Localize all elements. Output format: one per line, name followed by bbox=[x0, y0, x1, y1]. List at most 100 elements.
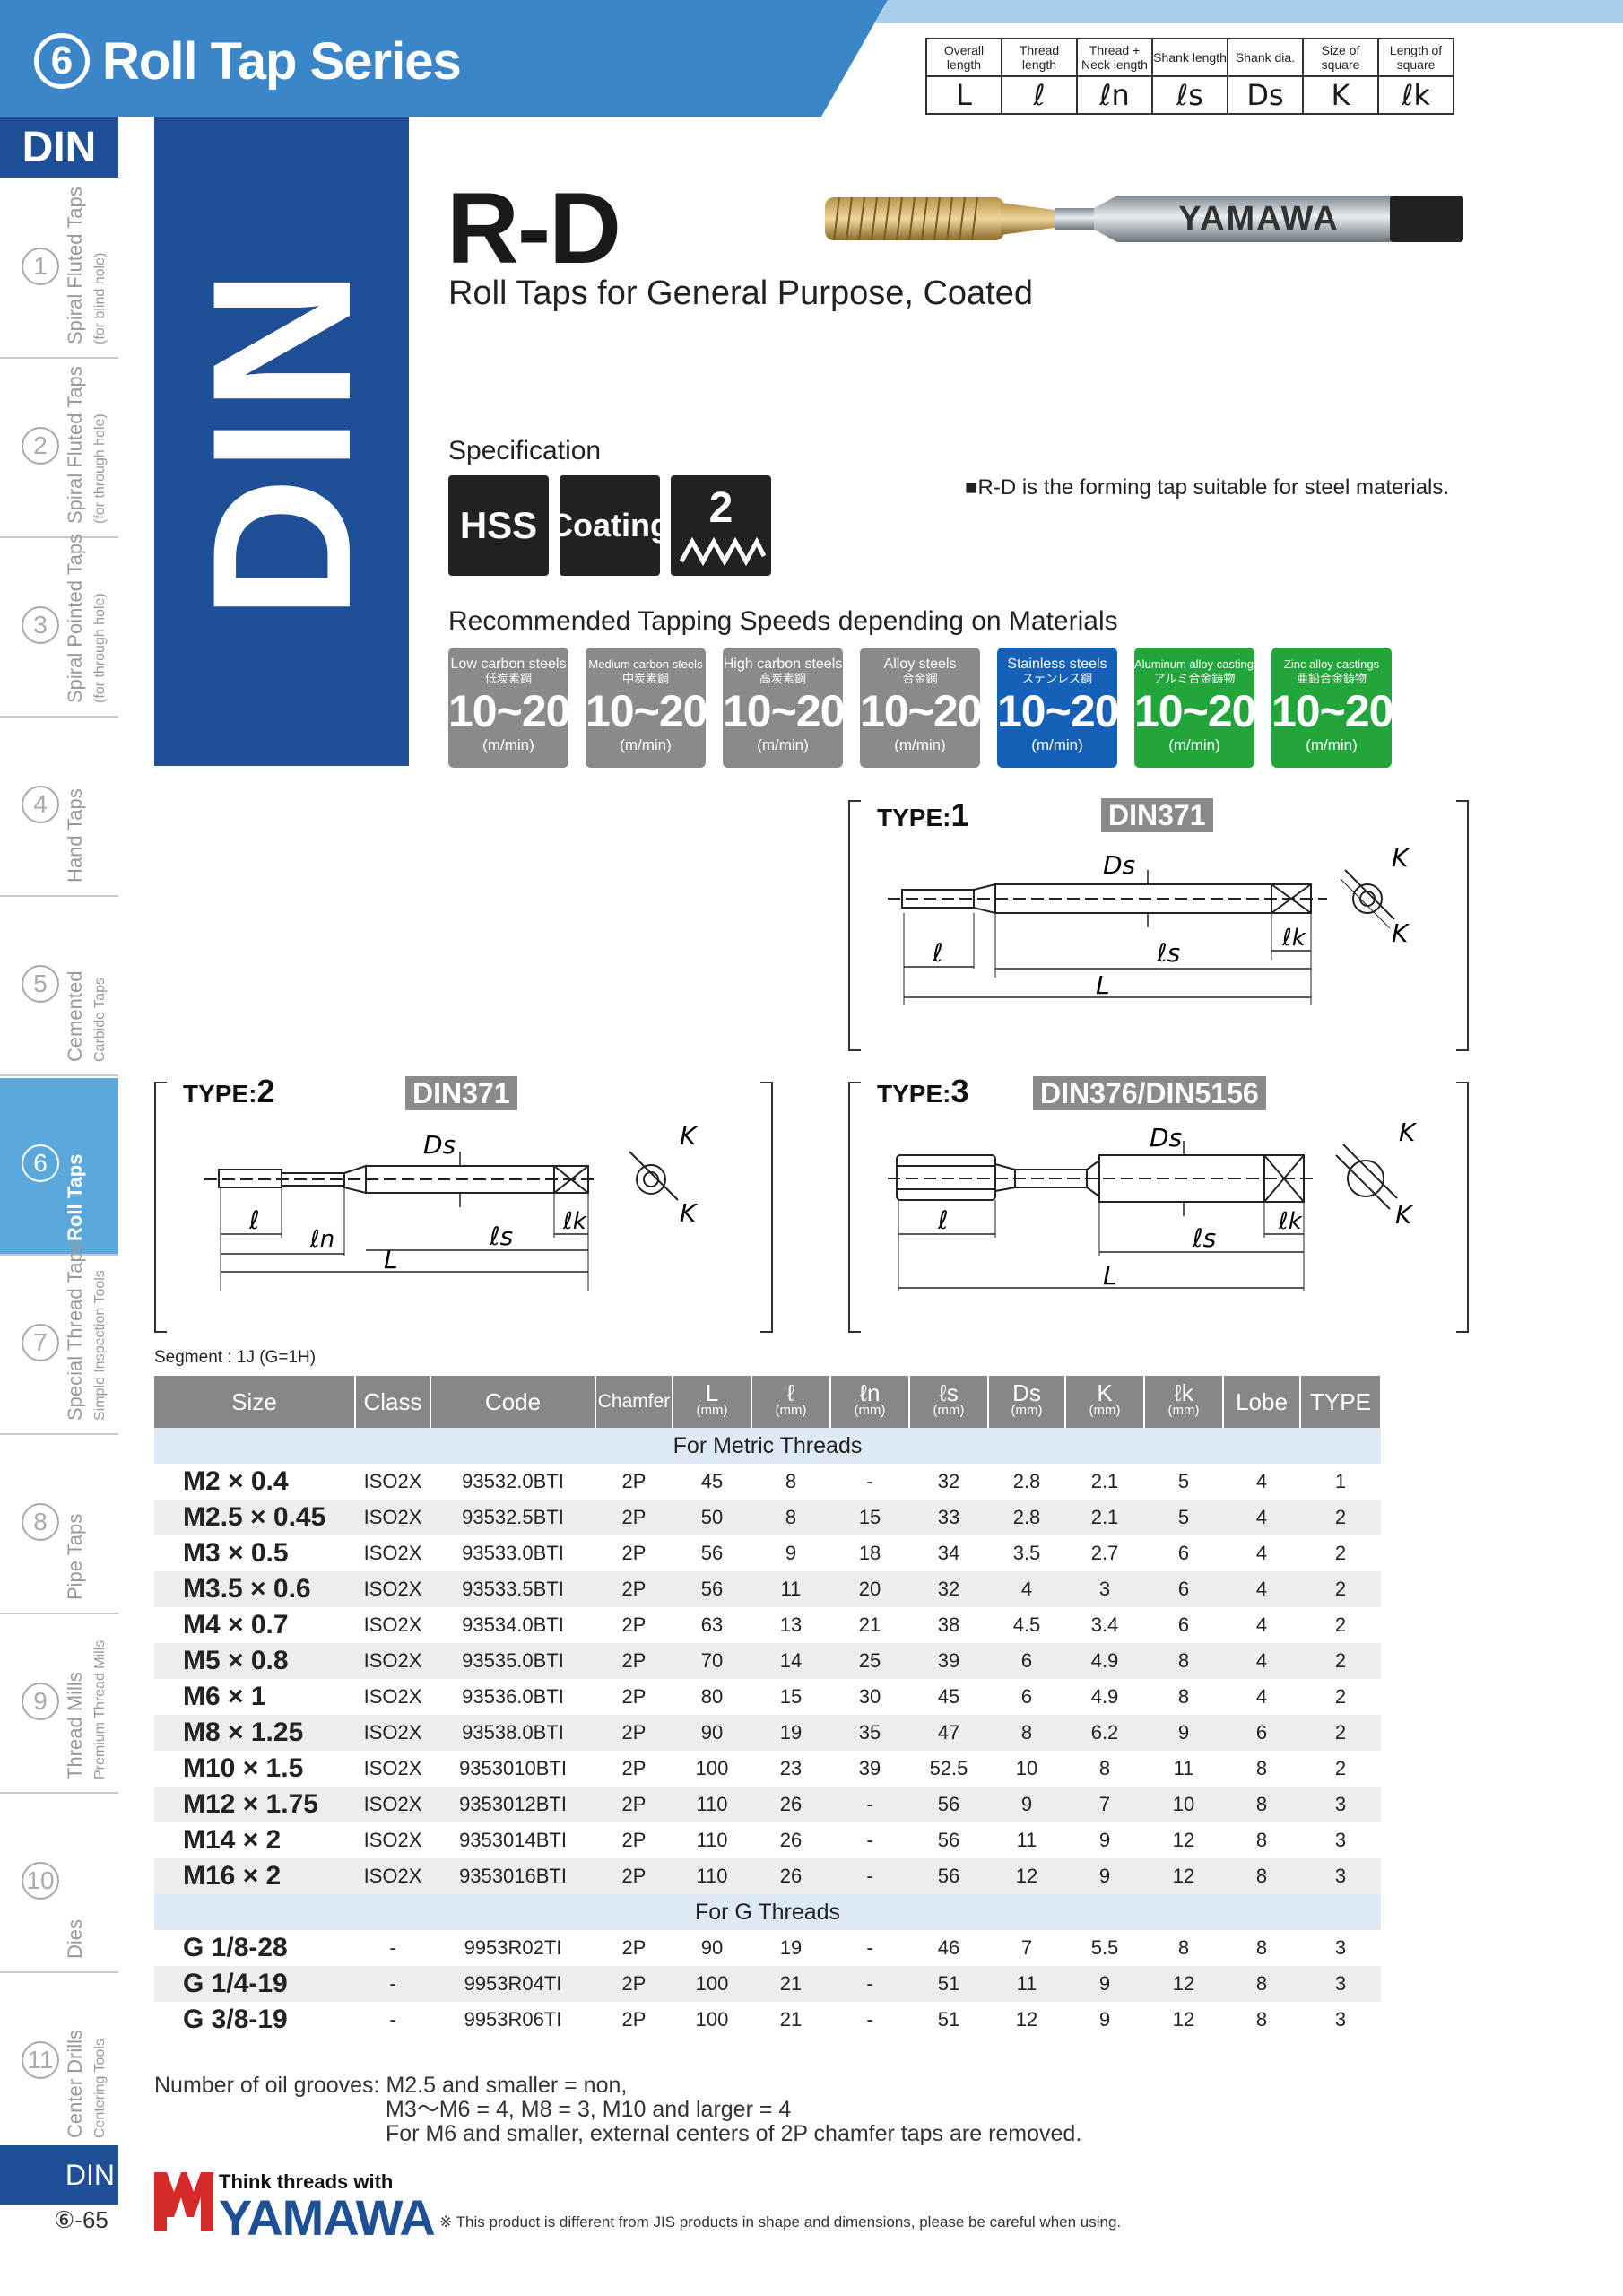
table-cell: 8 bbox=[751, 1500, 830, 1535]
dim-legend-symbol: K bbox=[1302, 75, 1379, 115]
din-category-tab[interactable]: DIN bbox=[0, 117, 118, 178]
table-cell: 8 bbox=[1144, 1643, 1223, 1679]
dim-legend-symbol: ℓk bbox=[1377, 75, 1454, 115]
table-cell: 8 bbox=[1144, 1679, 1223, 1715]
table-cell: 18 bbox=[830, 1535, 909, 1571]
table-cell: 8 bbox=[1223, 1858, 1300, 1894]
table-cell: 2P bbox=[595, 1715, 673, 1751]
table-cell: 9 bbox=[1144, 1715, 1223, 1751]
sidebar-tab-line1: Hand Taps bbox=[64, 788, 86, 883]
table-cell: 2 bbox=[1300, 1715, 1381, 1751]
table-cell: 2P bbox=[595, 1571, 673, 1607]
sidebar-tab-line1: Spiral Pointed Taps bbox=[64, 533, 86, 703]
table-cell: 4 bbox=[988, 1571, 1065, 1607]
tap-product-image: YAMAWA bbox=[825, 196, 1463, 242]
table-cell: 2P bbox=[595, 1966, 673, 2002]
column-header-label: Class bbox=[363, 1388, 422, 1415]
table-cell: ISO2X bbox=[355, 1751, 430, 1787]
table-cell: M12 × 1.75 bbox=[154, 1787, 355, 1822]
table-cell: M8 × 1.25 bbox=[154, 1715, 355, 1751]
table-section-row: For G Threads bbox=[154, 1894, 1381, 1930]
table-cell: 34 bbox=[909, 1535, 988, 1571]
table-cell: 4.5 bbox=[988, 1607, 1065, 1643]
sidebar-tab-number: 9 bbox=[22, 1683, 59, 1720]
sidebar-tab-label: Roll Taps bbox=[63, 1078, 117, 1254]
table-cell: 6 bbox=[988, 1643, 1065, 1679]
speed-card-unit: (m/min) bbox=[757, 736, 809, 753]
table-cell: 39 bbox=[909, 1643, 988, 1679]
table-cell: 4.9 bbox=[1065, 1679, 1144, 1715]
din-block bbox=[154, 117, 409, 766]
table-cell: 8 bbox=[1223, 1787, 1300, 1822]
type2-diagram: Ds K K ℓ ℓn ℓk ℓs L bbox=[204, 1121, 699, 1292]
table-cell: - bbox=[830, 1858, 909, 1894]
table-cell: 100 bbox=[673, 2002, 751, 2038]
type2-k-label-top: K bbox=[680, 1121, 699, 1151]
dim-legend-symbol: ℓs bbox=[1151, 75, 1228, 115]
table-cell: 20 bbox=[830, 1571, 909, 1607]
table-cell: 93536.0BTI bbox=[430, 1679, 595, 1715]
sidebar-tab-line2: Centering Tools bbox=[92, 2039, 108, 2138]
table-cell: 9353016BTI bbox=[430, 1858, 595, 1894]
table-cell: 9 bbox=[1065, 1966, 1144, 2002]
sidebar-tab-line1: Center Drills bbox=[64, 2029, 86, 2138]
table-cell: 26 bbox=[751, 1787, 830, 1822]
table-cell: 56 bbox=[909, 1822, 988, 1858]
table-cell: 10 bbox=[988, 1751, 1065, 1787]
section-number-badge: 6 bbox=[34, 33, 90, 89]
column-header: ℓ(mm) bbox=[751, 1376, 831, 1428]
dim-legend-header: Size of square bbox=[1302, 38, 1379, 77]
table-cell: 12 bbox=[988, 1858, 1065, 1894]
svg-text:2: 2 bbox=[709, 484, 733, 532]
table-cell: ISO2X bbox=[355, 1535, 430, 1571]
table-cell: - bbox=[830, 1822, 909, 1858]
table-cell: 93532.5BTI bbox=[430, 1500, 595, 1535]
table-section-row: For Metric Threads bbox=[154, 1428, 1381, 1464]
speed-card-material: Zinc alloy castings bbox=[1283, 657, 1380, 671]
table-cell: 9953R06TI bbox=[430, 2002, 595, 2038]
table-cell: 21 bbox=[751, 1966, 830, 2002]
table-cell: M10 × 1.5 bbox=[154, 1751, 355, 1787]
sidebar-tab-number: 6 bbox=[22, 1144, 59, 1182]
column-header-label: Chamfer bbox=[597, 1391, 671, 1412]
disclaimer: ※ This product is different from JIS pro… bbox=[439, 2213, 1122, 2231]
table-cell: 26 bbox=[751, 1822, 830, 1858]
table-cell: 93533.0BTI bbox=[430, 1535, 595, 1571]
table-cell: ISO2X bbox=[355, 1715, 430, 1751]
table-cell: 4 bbox=[1223, 1500, 1300, 1535]
type2-frame-left bbox=[154, 1082, 167, 1333]
table-cell: 8 bbox=[1223, 2002, 1300, 2038]
table-cell: 90 bbox=[673, 1930, 751, 1966]
table-cell: 12 bbox=[1144, 1966, 1223, 2002]
column-header-unit: (mm) bbox=[1011, 1403, 1043, 1418]
table-cell: 6 bbox=[1144, 1535, 1223, 1571]
type3-standard-badge: DIN376/DIN5156 bbox=[1033, 1076, 1266, 1110]
table-cell: 5 bbox=[1144, 1464, 1223, 1500]
table-cell: 12 bbox=[1144, 2002, 1223, 2038]
speed-card-material-jp: 亜鉛合金鋳物 bbox=[1296, 672, 1367, 685]
table-cell: 90 bbox=[673, 1715, 751, 1751]
table-cell: 12 bbox=[988, 2002, 1065, 2038]
column-header-label: Lobe bbox=[1236, 1388, 1288, 1415]
table-cell: 2.8 bbox=[988, 1500, 1065, 1535]
table-cell: M2.5 × 0.45 bbox=[154, 1500, 355, 1535]
column-header-label: ℓs bbox=[939, 1379, 959, 1406]
table-cell: 7 bbox=[1065, 1787, 1144, 1822]
table-cell: 21 bbox=[830, 1607, 909, 1643]
